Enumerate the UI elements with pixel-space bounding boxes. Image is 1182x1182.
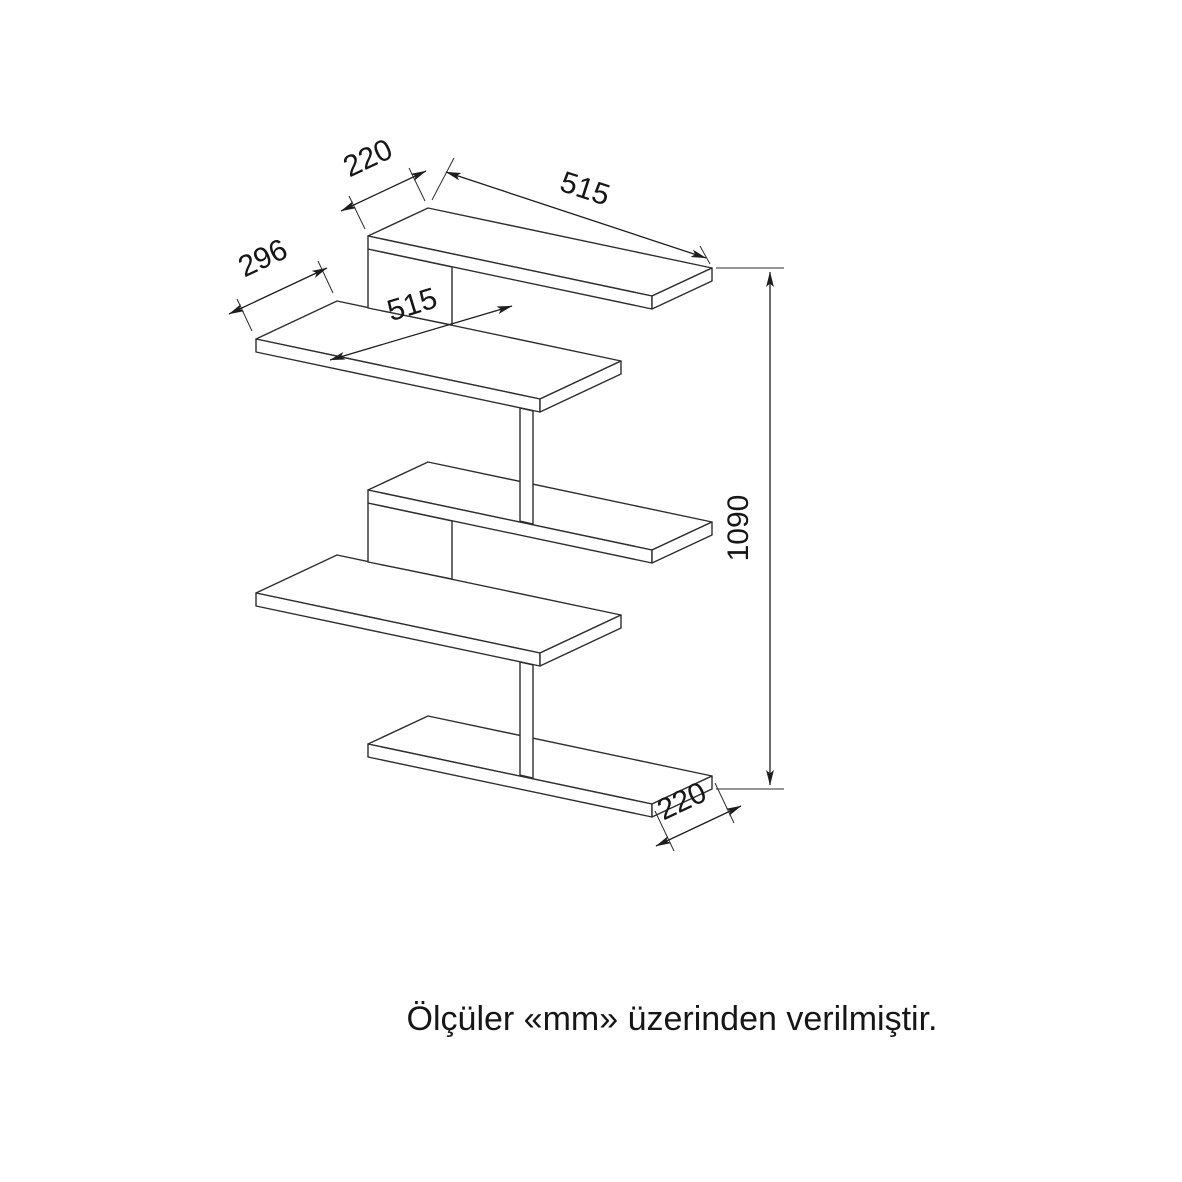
- dim-height: 1090: [716, 267, 784, 790]
- third-shelf-board: [367, 461, 713, 564]
- dim-arrow-mid-depth: [228, 267, 328, 315]
- bottom-shelf-board: [367, 715, 713, 818]
- dim-arrow-top-depth: [340, 170, 427, 212]
- dim-arrow-top-width: [445, 171, 707, 259]
- dimension-label-height: 1090: [722, 495, 755, 562]
- dim-arrow-mid-width: [329, 305, 513, 361]
- dim-arrow-bottom-depth: [655, 805, 742, 847]
- vertical-connector-4: [519, 661, 534, 779]
- dimension-label-top-width: 515: [556, 166, 614, 213]
- caption-units-note: Ölçüler «mm» üzerinden verilmiştir.: [407, 1000, 938, 1038]
- dimension-label-top-depth: 220: [338, 133, 397, 184]
- vertical-connector-2: [519, 407, 534, 525]
- dimension-label-mid-depth: 296: [233, 233, 292, 284]
- fourth-shelf-board: [255, 554, 622, 667]
